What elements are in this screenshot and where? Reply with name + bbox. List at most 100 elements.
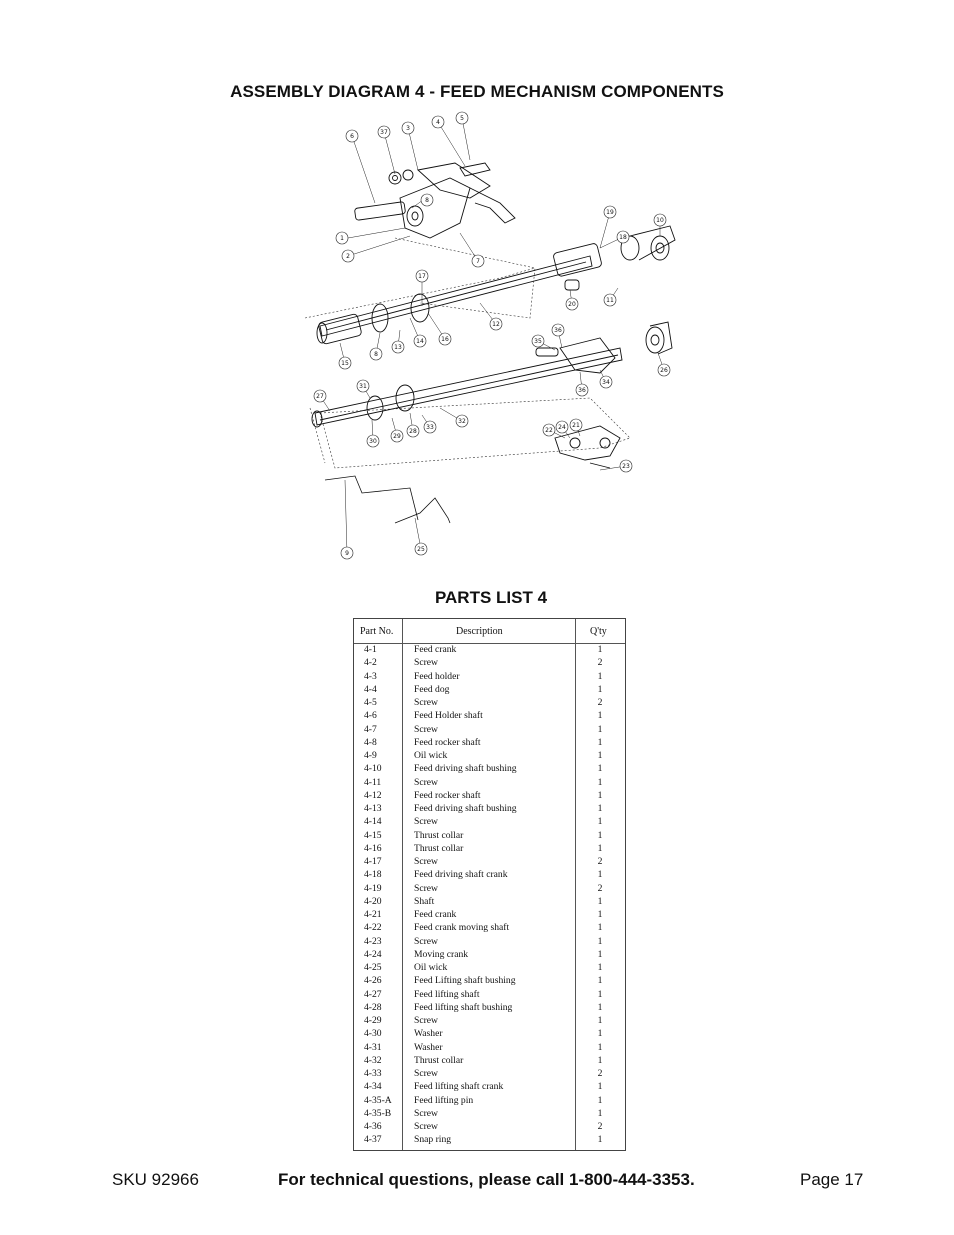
- part-number: 4-6: [364, 710, 377, 722]
- part-description: Feed dog: [414, 683, 450, 695]
- callout-31: 31: [359, 383, 367, 390]
- feed-mechanism-diagram: 6 37 3 4 5 1 2 7 8 10 19 18 11 20 12 17 …: [304, 111, 676, 560]
- callout-35: 35: [534, 338, 542, 345]
- part-description: Screw: [414, 723, 438, 735]
- callout-4: 4: [436, 119, 440, 126]
- part-quantity: 1: [597, 869, 603, 881]
- part-quantity: 1: [597, 803, 603, 814]
- part-quantity: 1: [597, 750, 603, 761]
- part-quantity: 1: [597, 683, 603, 695]
- part-number: 4-28: [364, 1001, 382, 1013]
- part-description: Feed Holder shaft: [414, 710, 483, 722]
- part-description: Screw: [414, 657, 438, 669]
- part-description: Feed Lifting shaft bushing: [414, 975, 516, 987]
- callout-17: 17: [418, 273, 426, 280]
- part-description: Feed rocker shaft: [414, 736, 481, 748]
- part-description: Feed driving shaft bushing: [414, 803, 517, 814]
- table-row: 4-6 Feed Holder shaft 1: [354, 709, 625, 722]
- part-quantity: 1: [597, 1134, 603, 1146]
- part-number: 4-10: [364, 763, 382, 775]
- part-description: Moving crank: [414, 948, 469, 960]
- header-qty: Q'ty: [590, 626, 607, 637]
- part-description: Screw: [414, 776, 438, 788]
- part-quantity: 1: [597, 1001, 603, 1013]
- part-quantity: 1: [597, 710, 603, 722]
- feed-lifting-shaft: [311, 321, 673, 428]
- part-description: Washer: [414, 1028, 443, 1040]
- part-description: Oil wick: [414, 750, 448, 761]
- part-quantity: 2: [597, 1121, 603, 1132]
- part-quantity: 1: [597, 988, 603, 1000]
- part-quantity: 1: [597, 670, 603, 682]
- part-number: 4-16: [364, 842, 382, 854]
- part-number: 4-1: [364, 644, 377, 655]
- part-quantity: 1: [597, 842, 603, 854]
- part-description: Screw: [414, 856, 438, 867]
- column-divider: [402, 619, 403, 1150]
- callout-5: 5: [460, 115, 464, 122]
- part-description: Feed lifting shaft bushing: [414, 1001, 513, 1013]
- part-quantity: 1: [597, 975, 603, 987]
- footer-help-line: For technical questions, please call 1-8…: [278, 1170, 695, 1189]
- table-row: 4-3 Feed holder 1: [354, 670, 625, 683]
- part-number: 4-12: [364, 789, 382, 801]
- part-description: Feed crank moving shaft: [414, 922, 510, 934]
- part-description: Screw: [414, 816, 438, 828]
- callout-8: 8: [374, 351, 378, 358]
- moving-crank-group: [554, 425, 621, 469]
- part-quantity: 1: [597, 816, 603, 828]
- part-number: 4-3: [364, 670, 377, 682]
- table-header: Part No. Description Q'ty: [354, 619, 625, 644]
- part-description: Feed crank: [414, 909, 457, 920]
- oil-wicks: [324, 475, 451, 524]
- callout-9: 9: [345, 550, 349, 557]
- callout-20: 20: [568, 301, 576, 308]
- callout-21: 21: [572, 422, 580, 429]
- part-quantity: 1: [597, 789, 603, 801]
- callout-7: 7: [476, 258, 480, 265]
- part-quantity: 2: [597, 882, 603, 894]
- part-number: 4-29: [364, 1015, 382, 1026]
- part-quantity: 1: [597, 1015, 603, 1026]
- part-number: 4-17: [364, 856, 382, 867]
- callout-34: 34: [602, 379, 610, 386]
- callout-numbers: 6 37 3 4 5 1 2 7 8 10 19 18 11 20 12 17 …: [316, 115, 668, 557]
- part-quantity: 1: [597, 948, 603, 960]
- part-description: Feed lifting shaft: [414, 988, 480, 1000]
- part-quantity: 1: [597, 1054, 603, 1066]
- part-quantity: 1: [597, 829, 603, 841]
- part-number: 4-18: [364, 869, 382, 881]
- part-quantity: 1: [597, 909, 603, 920]
- part-description: Thrust collar: [414, 1054, 464, 1066]
- part-number: 4-35-B: [364, 1107, 392, 1119]
- feed-rocker-shaft: [316, 225, 676, 345]
- part-number: 4-37: [364, 1134, 382, 1146]
- part-description: Feed holder: [414, 670, 460, 682]
- callout-30: 30: [369, 438, 377, 445]
- part-description: Screw: [414, 935, 438, 947]
- callout-circles: [313, 111, 671, 560]
- part-description: Oil wick: [414, 962, 448, 973]
- header-description: Description: [456, 626, 503, 637]
- part-description: Washer: [414, 1041, 443, 1053]
